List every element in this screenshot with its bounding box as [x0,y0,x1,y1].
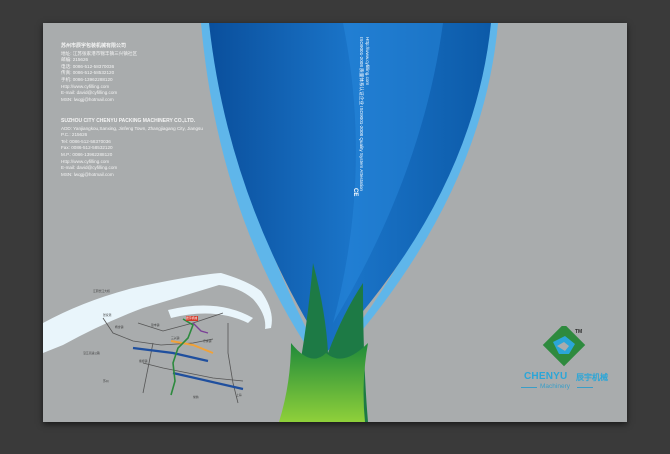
contact-line: 电话: 0086-512-58370036 [61,63,115,69]
logo-rule-right [577,387,593,388]
contact-info-chinese: 苏州市辰宇包装机械有限公司 地址: 江苏张家港市锦丰镇三兴镇社区 邮编: 215… [61,43,137,103]
logo-brand: CHENYU [524,371,568,382]
contact-line: M.P.: 0086-13962288120 [61,151,113,157]
map-label: 苏州 [103,379,109,383]
spine-website: Http://www.cyfilling.com [365,37,370,86]
logo-brand-cn: 辰宇机械 [576,373,608,382]
map-label: 锦丰镇 [151,323,160,327]
highway-blue [132,346,209,363]
highway-green [170,318,194,396]
company-name-cn: 苏州市辰宇包装机械有限公司 [61,43,127,49]
blue-highlight [333,23,443,323]
contact-line: E-mail: david@cyfilling.com [61,90,118,96]
road-4 [227,323,239,404]
logo-rule-left [521,387,537,388]
map-label: 上海 [236,393,242,397]
highway-purple [192,322,209,334]
green-shape-front [279,343,368,422]
spine-iso-text: ISO9001-2008 质量体系认证企业 ISO9001-2008 Quali… [359,37,364,191]
company-name-en: SUZHOU CITY CHENYU PACKING MACHINERY CO.… [61,118,196,124]
spine-ce-mark: CE [352,188,358,197]
contact-line: Fax: 0086-512-58532120 [61,145,113,151]
map-label: 杨舍镇 [115,325,124,329]
highway-blue-2 [172,371,244,391]
contact-line: Tel: 0086-512-58370036 [61,138,111,144]
chenyu-location [186,316,198,321]
location-map [43,273,272,404]
chenyu-logo-icon [542,326,586,367]
map-label: 江阴长江大桥 [93,289,110,293]
contact-line: ADD: Yanjiangkou,Sanxing, Jinfeng Town, … [61,125,203,131]
contact-line: 传真: 0086-512-58532120 [61,70,115,76]
road-3 [142,362,244,382]
river [43,273,272,353]
map-label: 三兴镇 [171,336,180,340]
blue-main-shape [209,23,491,353]
trademark: TM [575,329,583,335]
road-1 [102,317,214,346]
contact-line: P.C.: 215626 [61,132,88,138]
contact-line: Http://www.cyfilling.com [61,158,110,164]
contact-line: Http://www.cyfilling.com [61,83,110,89]
highway-orange [170,340,214,354]
contact-line: 手机: 0086-13962288120 [61,76,113,82]
contact-line: MSN: lwqgj@hotmail.com [61,171,114,177]
map-label: 辰宇机械 [186,316,198,320]
contact-line: 邮编: 215626 [61,57,89,63]
contact-info-english: SUZHOU CITY CHENYU PACKING MACHINERY CO.… [61,118,203,178]
river-2 [168,305,253,323]
map-label: 张家港 [103,313,112,317]
contact-line: 地址: 江苏张家港市锦丰镇三兴镇社区 [61,50,138,56]
map-label: 塘桥镇 [139,359,148,363]
cover-artwork [43,23,498,422]
light-blue-wing-left [201,23,319,353]
contact-line: E-mail: david@cyfilling.com [61,165,118,171]
logo-subtitle: Machinery [540,383,570,390]
contact-line: MSN: lwqgj@hotmail.com [61,96,114,102]
map-label: 沿江高速公路 [83,351,100,355]
map-label: 乐余镇 [203,339,212,343]
map-label: 常熟 [193,395,199,399]
road-2 [137,312,224,332]
brochure-spread: 江阴长江大桥 张家港 杨舍镇 锦丰镇 辰宇机械 三兴镇 乐余镇 塘桥镇 常熟 沿… [43,23,627,422]
